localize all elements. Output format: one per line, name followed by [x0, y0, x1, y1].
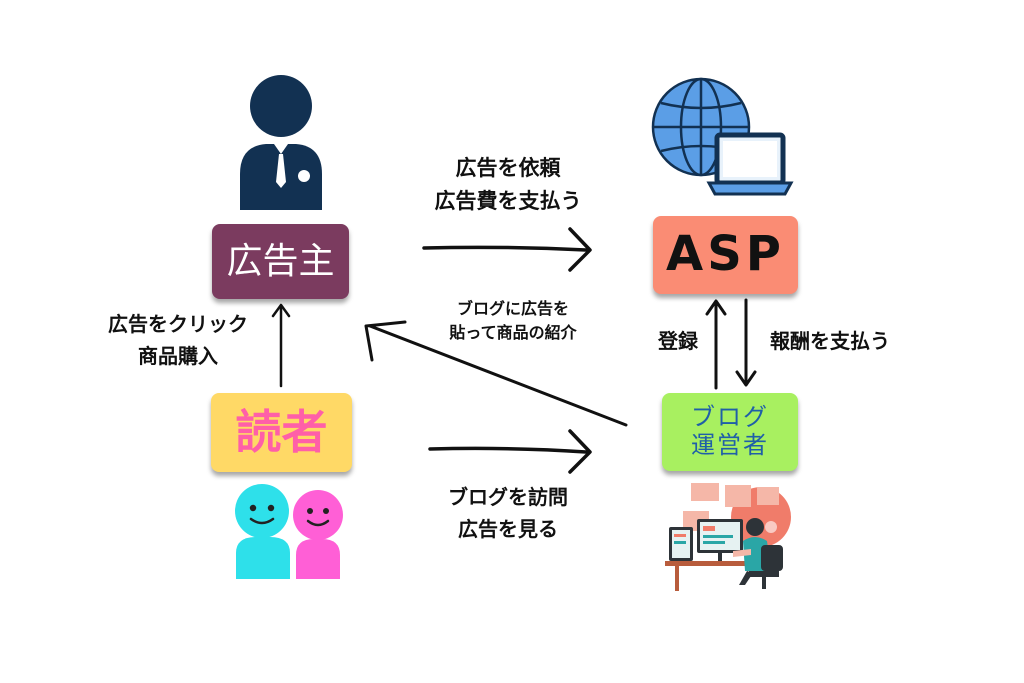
smiley-people-icon	[235, 484, 343, 579]
arrow-reader-to-blogger	[428, 446, 588, 454]
asp-node: ASP	[653, 216, 798, 294]
label-advertiser-to-asp: 広告を依頼 広告費を支払う	[434, 156, 582, 213]
label-blogger-to-advertiser: ブログに広告を 貼って商品の紹介	[449, 299, 577, 342]
blogger-at-desk-icon	[665, 483, 791, 591]
advertiser-node: 広告主	[212, 224, 349, 299]
blogger-label-line2: 運営者	[691, 431, 769, 459]
reader-node: 読者	[211, 393, 352, 472]
arrow-blogger-to-advertiser	[368, 324, 628, 427]
globe-computer-icon	[651, 77, 794, 196]
blogger-label-line1: ブログ	[691, 403, 769, 432]
label-reader-to-advertiser: 広告をクリック 商品購入	[108, 312, 248, 368]
asp-label: ASP	[666, 226, 785, 283]
arrow-advertiser-to-asp	[422, 245, 588, 252]
label-reader-to-blogger: ブログを訪問 広告を見る	[448, 485, 568, 541]
label-blogger-to-asp: 登録	[658, 329, 698, 353]
advertiser-label: 広告主	[226, 240, 335, 282]
reader-label: 読者	[235, 405, 328, 460]
businessman-icon	[240, 75, 322, 210]
label-asp-to-blogger: 報酬を支払う	[770, 329, 890, 353]
blogger-node: ブログ 運営者	[662, 393, 798, 471]
